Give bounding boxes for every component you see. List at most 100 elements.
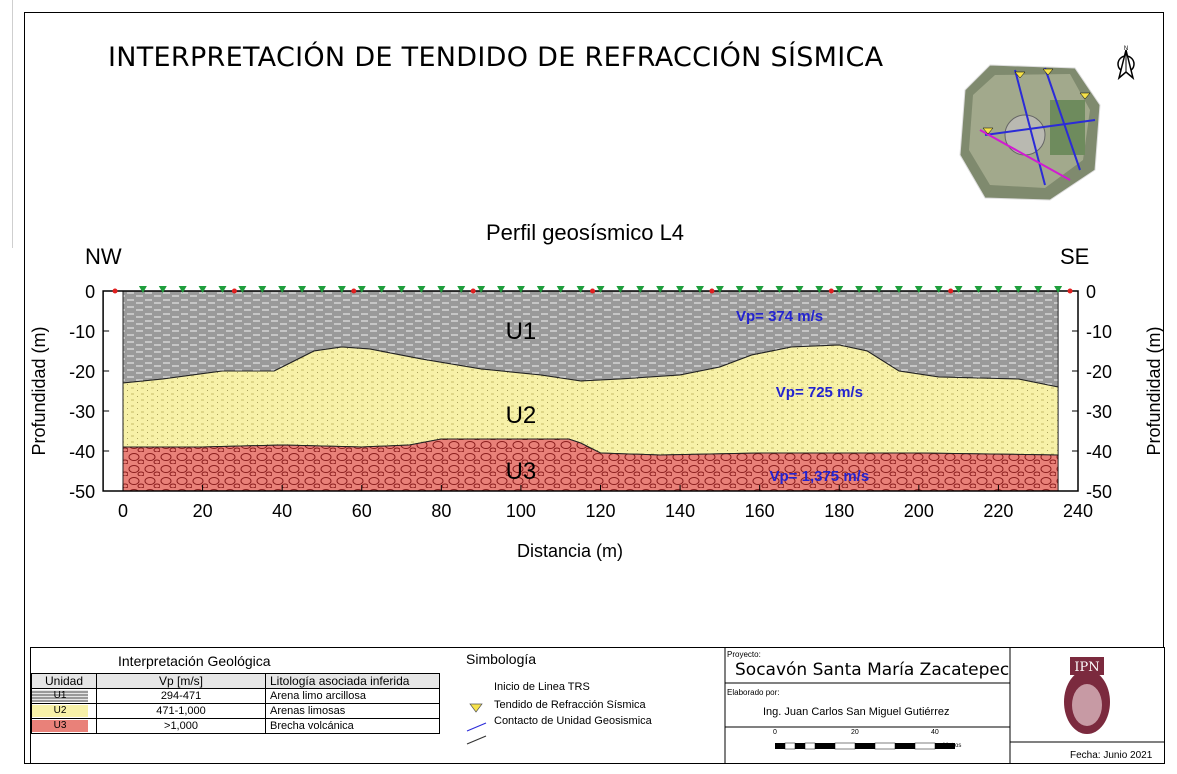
table-header: Vp [m/s] bbox=[96, 673, 266, 689]
geophone-marker bbox=[138, 286, 147, 293]
table-header: Unidad bbox=[31, 673, 97, 689]
shot-point-marker bbox=[351, 288, 357, 294]
geophone-marker bbox=[815, 286, 824, 293]
x-tick-label: 100 bbox=[506, 501, 536, 521]
y-axis-label-left: Profundidad (m) bbox=[29, 326, 49, 455]
x-tick-label: 160 bbox=[745, 501, 775, 521]
geophone-marker bbox=[258, 286, 267, 293]
x-axis-label: Distancia (m) bbox=[517, 541, 623, 561]
geophone-marker bbox=[317, 286, 326, 293]
symbol-start-line-label: Inicio de Linea TRS bbox=[494, 681, 590, 693]
unit-label-u2: U2 bbox=[506, 402, 537, 429]
x-tick-label: 180 bbox=[824, 501, 854, 521]
shot-point-marker bbox=[231, 288, 237, 294]
geophone-marker bbox=[497, 286, 506, 293]
scale-tick: 20 bbox=[851, 729, 859, 736]
geophone-marker bbox=[695, 286, 704, 293]
shot-point-marker bbox=[828, 288, 834, 294]
unit-label-u1: U1 bbox=[506, 318, 537, 345]
author-name: Ing. Juan Carlos San Miguel Gutiérrez bbox=[763, 706, 950, 718]
page-title: INTERPRETACIÓN DE TENDIDO DE REFRACCIÓN … bbox=[108, 42, 884, 73]
geophone-marker bbox=[835, 286, 844, 293]
geophone-marker bbox=[337, 286, 346, 293]
shot-point-marker bbox=[590, 288, 596, 294]
velocity-label-u2: Vp= 725 m/s bbox=[776, 384, 863, 401]
x-tick-label: 220 bbox=[983, 501, 1013, 521]
date-label: Fecha: Junio 2021 bbox=[1070, 750, 1153, 761]
location-map-image bbox=[959, 64, 1101, 201]
direction-nw: NW bbox=[85, 244, 122, 269]
geophone-marker bbox=[795, 286, 804, 293]
geophone-marker bbox=[875, 286, 884, 293]
geophone-marker bbox=[676, 286, 685, 293]
unit-swatch-u1: U1 bbox=[31, 688, 97, 704]
geophone-marker bbox=[516, 286, 525, 293]
y-tick-label-left: 0 bbox=[85, 282, 95, 302]
x-tick-label: 240 bbox=[1063, 501, 1093, 521]
svg-text:IPN: IPN bbox=[1074, 660, 1099, 675]
unit-swatch-u2: U2 bbox=[31, 703, 97, 719]
geophone-marker bbox=[437, 286, 446, 293]
project-label: Proyecto: bbox=[727, 650, 761, 659]
geophone-marker bbox=[1034, 286, 1043, 293]
velocity-label-u3: Vp= 1,375 m/s bbox=[770, 468, 870, 485]
geophone-marker bbox=[198, 286, 207, 293]
geophone-marker bbox=[576, 286, 585, 293]
table-header: Litología asociada inferida bbox=[265, 673, 440, 689]
geophone-marker bbox=[715, 286, 724, 293]
geophone-marker bbox=[1054, 286, 1063, 293]
geophone-marker bbox=[775, 286, 784, 293]
table-cell: 294-471 bbox=[96, 688, 266, 704]
y-tick-label-left: -10 bbox=[69, 322, 95, 342]
table-cell: Brecha volcánica bbox=[265, 718, 440, 734]
shot-point-marker bbox=[1067, 288, 1073, 294]
author-label: Elaborado por: bbox=[727, 688, 780, 697]
table-row: U3 >1,000 Brecha volcánica bbox=[31, 718, 440, 734]
project-name: Socavón Santa María Zacatepec bbox=[735, 660, 1010, 680]
geophone-marker bbox=[397, 286, 406, 293]
geophone-marker bbox=[218, 286, 227, 293]
geophone-marker bbox=[934, 286, 943, 293]
symbol-unit-contact-label: Contacto de Unidad Geosismica bbox=[494, 715, 652, 727]
table-cell: Arena limo arcillosa bbox=[265, 688, 440, 704]
geophone-marker bbox=[855, 286, 864, 293]
unit-label-u3: U3 bbox=[506, 458, 537, 485]
north-arrow-icon: N bbox=[1117, 46, 1135, 80]
x-tick-label: 120 bbox=[585, 501, 615, 521]
geophone-marker bbox=[178, 286, 187, 293]
geophone-marker bbox=[556, 286, 565, 293]
shot-point-marker bbox=[112, 288, 118, 294]
scale-bar bbox=[775, 742, 955, 750]
x-tick-label: 0 bbox=[118, 501, 128, 521]
geophone-marker bbox=[755, 286, 764, 293]
y-tick-label-right: -10 bbox=[1086, 322, 1112, 342]
geophone-marker bbox=[616, 286, 625, 293]
layer-u3 bbox=[122, 438, 1059, 492]
y-tick-label-right: 0 bbox=[1086, 282, 1096, 302]
shot-point-marker bbox=[709, 288, 715, 294]
table-row: U2 471-1,000 Arenas limosas bbox=[31, 703, 440, 719]
y-tick-label-right: -40 bbox=[1086, 442, 1112, 462]
y-tick-label-right: -50 bbox=[1086, 482, 1112, 502]
geophone-marker bbox=[457, 286, 466, 293]
geo-interpretation-title: Interpretación Geológica bbox=[118, 653, 271, 669]
x-tick-label: 140 bbox=[665, 501, 695, 521]
geophone-marker bbox=[536, 286, 545, 293]
geophone-marker bbox=[1014, 286, 1023, 293]
direction-se: SE bbox=[1060, 244, 1089, 269]
y-tick-label-right: -30 bbox=[1086, 402, 1112, 422]
geophone-marker bbox=[894, 286, 903, 293]
y-axis-label-right: Profundidad (m) bbox=[1144, 326, 1164, 455]
geophone-marker bbox=[636, 286, 645, 293]
geophone-marker bbox=[158, 286, 167, 293]
geophone-marker bbox=[278, 286, 287, 293]
table-row: U1 294-471 Arena limo arcillosa bbox=[31, 688, 440, 704]
geophone-marker bbox=[974, 286, 983, 293]
geophone-marker bbox=[914, 286, 923, 293]
scale-unit: Metros bbox=[943, 743, 962, 749]
shot-point-marker bbox=[948, 288, 954, 294]
geophone-marker bbox=[377, 286, 386, 293]
table-cell: Arenas limosas bbox=[265, 703, 440, 719]
